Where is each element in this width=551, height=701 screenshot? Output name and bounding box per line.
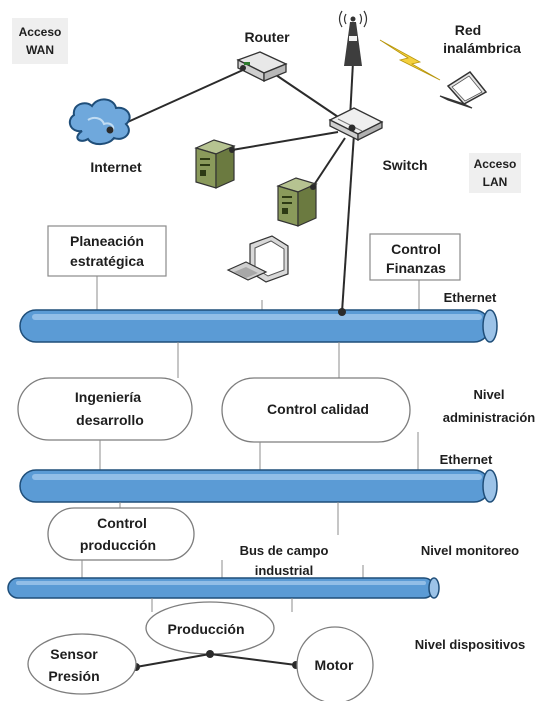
internet-label: Internet	[90, 159, 142, 175]
planning-label-line1: Planeación	[70, 233, 144, 249]
production-control-node: Control producción	[47, 507, 195, 561]
switch-label: Switch	[382, 157, 427, 173]
finance-label-line2: Finanzas	[386, 260, 446, 276]
devices-level-label: Nivel dispositivos	[415, 637, 526, 652]
pressure-sensor-label-line2: Presión	[48, 668, 99, 684]
motor-label: Motor	[315, 657, 354, 673]
ethernet-mid-label: Ethernet	[440, 452, 493, 467]
lan-access-line2: LAN	[483, 175, 508, 189]
fieldbus-label-line1: Bus de campo	[240, 543, 329, 558]
motor-node: Motor	[296, 626, 374, 701]
wireless-network-label-line2: inalámbrica	[443, 40, 521, 56]
planning-node: Planeación estratégica	[47, 225, 167, 310]
switch-icon	[328, 107, 384, 142]
ethernet-bus-top	[19, 308, 498, 343]
router-icon	[236, 51, 288, 83]
fieldbus-label-line2: industrial	[255, 563, 314, 578]
cloud-icon	[68, 98, 131, 146]
quality-node: Control calidad	[221, 377, 411, 443]
wan-access-line2: WAN	[26, 43, 54, 57]
pressure-sensor-label-line1: Sensor	[50, 646, 98, 662]
quality-label: Control calidad	[267, 401, 369, 417]
production-control-label-line2: producción	[80, 537, 156, 553]
admin-level-label-line2: administración	[443, 410, 536, 425]
production-label: Producción	[167, 621, 244, 637]
engineering-label-line2: desarrollo	[76, 412, 144, 428]
wan-access-line1: Acceso	[19, 25, 62, 39]
lan-access-tag: Acceso LAN	[469, 153, 521, 193]
network-links	[109, 61, 355, 313]
lightning-icon	[379, 39, 441, 81]
production-node: Producción	[145, 601, 275, 655]
monitoring-level-label: Nivel monitoreo	[421, 543, 519, 558]
desktop-computer-icon	[226, 235, 289, 283]
wireless-network-label-line1: Red	[455, 22, 481, 38]
antenna-icon	[338, 10, 368, 66]
admin-level-label-line1: Nivel	[473, 387, 504, 402]
laptop-icon	[439, 71, 488, 109]
ethernet-top-label: Ethernet	[444, 290, 497, 305]
wan-access-tag: Acceso WAN	[12, 18, 68, 64]
engineering-label-line1: Ingeniería	[75, 389, 141, 405]
pressure-sensor-node: Sensor Presión	[27, 633, 137, 695]
server-icon	[276, 177, 318, 227]
finance-label-line1: Control	[391, 241, 441, 257]
production-control-label-line1: Control	[97, 515, 147, 531]
fieldbus	[7, 577, 440, 599]
ethernet-bus-middle	[19, 469, 498, 503]
engineering-node: Ingeniería desarrollo	[17, 377, 193, 441]
lan-access-line1: Acceso	[474, 157, 517, 171]
router-label: Router	[244, 29, 290, 45]
planning-label-line2: estratégica	[70, 253, 144, 269]
server-icon	[194, 139, 236, 189]
finance-node: Control Finanzas	[369, 233, 461, 310]
